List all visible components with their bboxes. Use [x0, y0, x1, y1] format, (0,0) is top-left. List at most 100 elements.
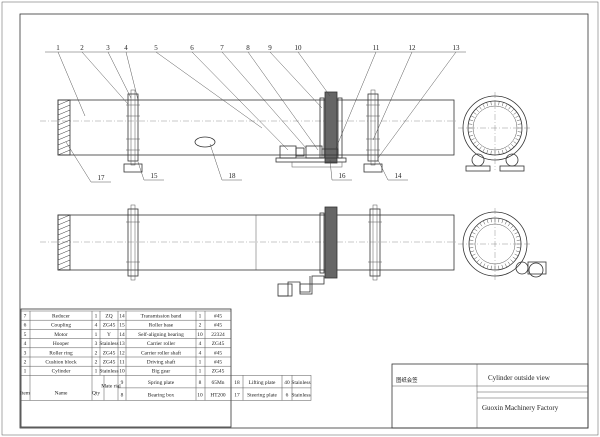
- roller-ring-right-top: [363, 89, 383, 173]
- callout-3: 3: [106, 44, 110, 52]
- svg-text:Stainless: Stainless: [99, 341, 118, 347]
- svg-text:Stainless: Stainless: [291, 392, 310, 398]
- svg-text:17: 17: [234, 392, 240, 398]
- svg-text:22324: 22324: [211, 332, 225, 338]
- svg-text:Motor: Motor: [54, 332, 68, 338]
- svg-text:18: 18: [234, 380, 240, 386]
- svg-text:#45: #45: [214, 350, 222, 356]
- svg-text:Carrier roller: Carrier roller: [147, 341, 175, 347]
- view-caption: Cylinder outside view: [488, 374, 551, 382]
- svg-text:ZQ: ZQ: [105, 314, 112, 320]
- callout-15: 15: [151, 172, 159, 180]
- svg-text:9: 9: [121, 380, 124, 386]
- svg-text:15: 15: [119, 323, 125, 329]
- svg-text:Reducer: Reducer: [52, 314, 70, 320]
- svg-text:Carrier roller shaft: Carrier roller shaft: [141, 349, 182, 356]
- svg-text:#45: #45: [214, 314, 222, 320]
- roller-ring-left-plan: [126, 204, 140, 281]
- callout-10: 10: [295, 44, 303, 52]
- svg-text:Stainless: Stainless: [99, 369, 118, 375]
- callout-12: 12: [409, 44, 417, 52]
- callout-5: 5: [154, 44, 158, 52]
- svg-text:11: 11: [119, 360, 124, 366]
- svg-text:#45: #45: [214, 323, 222, 329]
- svg-text:1: 1: [199, 314, 202, 320]
- svg-text:Stainless: Stainless: [291, 380, 310, 386]
- svg-text:Roller base: Roller base: [149, 323, 174, 329]
- drawing-stamp: 图纸会签: [396, 376, 418, 384]
- callout-9: 9: [268, 44, 272, 52]
- svg-text:Steering plate: Steering plate: [247, 392, 277, 398]
- svg-text:10: 10: [197, 332, 203, 338]
- svg-text:Qty: Qty: [92, 390, 100, 396]
- callout-4: 4: [124, 44, 128, 52]
- drawing-frame: [19, 13, 589, 429]
- svg-text:1: 1: [95, 332, 98, 338]
- svg-text:14: 14: [119, 332, 125, 338]
- callout-2: 2: [80, 44, 84, 52]
- callout-14: 14: [395, 172, 403, 180]
- svg-text:Coupling: Coupling: [51, 323, 71, 329]
- callout-8: 8: [246, 44, 250, 52]
- big-gear-plan: [319, 206, 338, 279]
- svg-text:6: 6: [286, 392, 289, 398]
- svg-text:4: 4: [95, 323, 98, 329]
- svg-text:Hooper: Hooper: [53, 341, 69, 347]
- svg-text:7: 7: [24, 314, 27, 320]
- company-name: Guoxin Machinery Factory: [482, 404, 559, 412]
- svg-text:3: 3: [95, 341, 98, 347]
- svg-text:4: 4: [199, 350, 202, 356]
- svg-text:2: 2: [199, 323, 202, 329]
- svg-text:40: 40: [284, 380, 290, 386]
- svg-text:12: 12: [119, 350, 125, 356]
- roller-ring-right-plan: [368, 204, 382, 281]
- svg-text:4: 4: [24, 341, 27, 347]
- svg-text:8: 8: [121, 392, 124, 398]
- svg-text:ZG45: ZG45: [103, 350, 116, 356]
- svg-text:ZG45: ZG45: [212, 341, 225, 347]
- svg-text:#45: #45: [214, 360, 222, 366]
- svg-text:Driving shaft: Driving shaft: [147, 359, 176, 366]
- svg-text:1: 1: [95, 369, 98, 375]
- svg-text:Name: Name: [55, 390, 68, 396]
- svg-text:Self-aligning bearing: Self-aligning bearing: [138, 331, 184, 338]
- svg-text:Big gear: Big gear: [152, 369, 171, 375]
- svg-text:4: 4: [199, 341, 202, 347]
- drive-assembly-plan: [277, 275, 325, 297]
- plan-view: [40, 204, 458, 297]
- svg-text:6: 6: [24, 323, 27, 329]
- svg-text:10: 10: [197, 392, 203, 398]
- feed-end-hatch: [57, 99, 71, 156]
- callout-6: 6: [190, 44, 194, 52]
- svg-text:1: 1: [199, 369, 202, 375]
- title-block: 图纸会签 Cylinder outside view Guoxin Machin…: [391, 363, 589, 429]
- drive-assembly-top: [275, 145, 347, 168]
- svg-text:3: 3: [24, 350, 27, 356]
- callout-13: 13: [453, 44, 461, 52]
- svg-text:ZG45: ZG45: [103, 323, 116, 329]
- callout-1: 1: [56, 44, 60, 52]
- svg-text:65Mn: 65Mn: [212, 380, 225, 386]
- svg-text:2: 2: [24, 360, 27, 366]
- svg-text:Item: Item: [20, 390, 31, 396]
- svg-text:ZG45: ZG45: [103, 360, 116, 366]
- svg-text:14: 14: [119, 314, 125, 320]
- svg-text:HT200: HT200: [210, 392, 226, 398]
- svg-text:Roller ring: Roller ring: [49, 350, 73, 356]
- svg-text:13: 13: [119, 341, 125, 347]
- callout-11: 11: [373, 44, 380, 52]
- svg-text:Lifting plate: Lifting plate: [249, 379, 276, 386]
- svg-text:ZG45: ZG45: [212, 369, 225, 375]
- svg-text:Transmission band: Transmission band: [141, 314, 182, 320]
- svg-text:Y: Y: [107, 332, 111, 338]
- callout-17: 17: [98, 174, 106, 182]
- end-view-top: [458, 92, 532, 172]
- roller-ring-left-top: [123, 89, 143, 173]
- svg-text:1: 1: [95, 314, 98, 320]
